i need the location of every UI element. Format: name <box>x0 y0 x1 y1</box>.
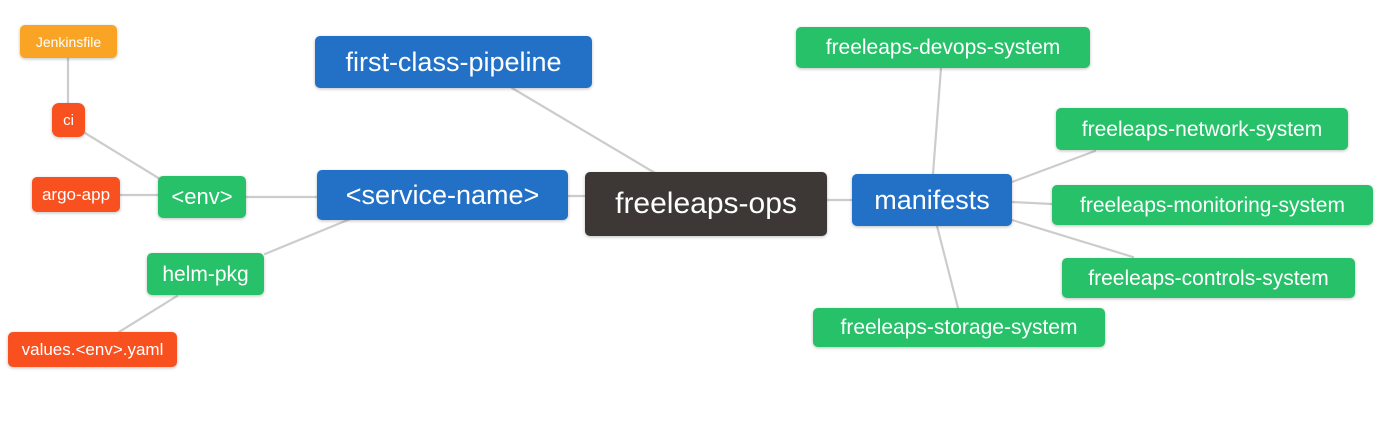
edge-manifests-storage <box>935 224 960 310</box>
edge-pipeline-freeleaps-ops <box>510 86 657 175</box>
node-first-class-pipeline[interactable]: first-class-pipeline <box>315 36 592 88</box>
node-freeleaps-ops[interactable]: freeleaps-ops <box>585 172 827 236</box>
edge-manifests-controls <box>1010 218 1135 259</box>
edge-manifests-devops <box>931 66 943 176</box>
node-freeleaps-controls-system[interactable]: freeleaps-controls-system <box>1062 258 1355 298</box>
node-freeleaps-devops-system[interactable]: freeleaps-devops-system <box>796 27 1090 68</box>
node-helm-pkg[interactable]: helm-pkg <box>147 253 264 295</box>
node-env[interactable]: <env> <box>158 176 246 218</box>
node-freeleaps-monitoring-system[interactable]: freeleaps-monitoring-system <box>1052 185 1373 225</box>
node-ci[interactable]: ci <box>52 103 85 137</box>
node-jenkinsfile[interactable]: Jenkinsfile <box>20 25 117 58</box>
edge-ci-env <box>83 131 162 181</box>
node-values-env-yaml[interactable]: values.<env>.yaml <box>8 332 177 367</box>
node-argo-app[interactable]: argo-app <box>32 177 120 212</box>
edge-manifests-monitoring <box>1010 200 1054 206</box>
node-freeleaps-storage-system[interactable]: freeleaps-storage-system <box>813 308 1105 347</box>
node-freeleaps-network-system[interactable]: freeleaps-network-system <box>1056 108 1348 150</box>
edge-values-helm-pkg <box>117 294 179 334</box>
edge-manifests-network <box>1010 149 1097 184</box>
edge-helm-pkg-service-name <box>263 215 357 256</box>
node-manifests[interactable]: manifests <box>852 174 1012 226</box>
node-service-name[interactable]: <service-name> <box>317 170 568 220</box>
